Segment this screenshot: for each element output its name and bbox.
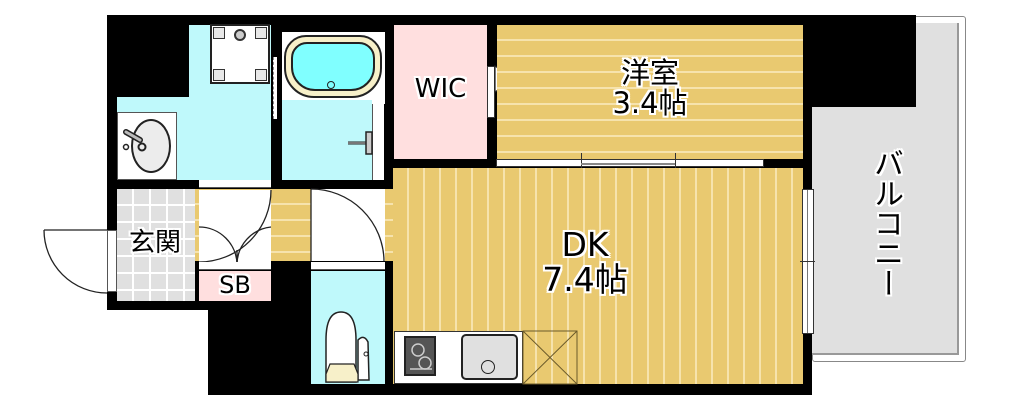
- bathroom-door[interactable]: [273, 57, 277, 119]
- wic-room: [394, 25, 487, 159]
- bathroom: [282, 100, 372, 180]
- dk-name: DK: [561, 225, 609, 264]
- refrigerator-space: [522, 330, 578, 385]
- dk-label: DK 7.4帖: [510, 225, 660, 299]
- western-room: [497, 25, 803, 159]
- drain-icon: [234, 29, 246, 41]
- wic-door[interactable]: [487, 66, 495, 118]
- dk-size: 7.4帖: [542, 259, 628, 299]
- entrance-label: 玄関: [128, 228, 181, 258]
- washroom-door[interactable]: [198, 189, 274, 266]
- entrance-step: [195, 189, 199, 261]
- western-room-size: 3.4帖: [612, 86, 688, 121]
- western-room-label: 洋室 3.4帖: [560, 58, 740, 119]
- shoe-box: [199, 271, 271, 301]
- washbasin-bowl: [131, 119, 171, 173]
- shoe-box-label: SB: [219, 271, 251, 299]
- balcony-label: バルコニー: [868, 148, 903, 298]
- washing-machine-pan: [210, 24, 270, 84]
- exterior-notch-left: [100, 310, 208, 408]
- toilet-icon: [325, 311, 370, 383]
- faucet-icon: [122, 129, 147, 152]
- washroom-door-swing: [199, 190, 271, 262]
- western-room-name: 洋室: [620, 56, 679, 90]
- toilet-door-swing: [311, 189, 385, 261]
- washroom-door-frame: [199, 180, 271, 188]
- bathtub: [284, 35, 382, 98]
- shower-faucet-icon: [348, 131, 373, 155]
- sink-icon: [461, 334, 518, 380]
- shoe-box-top: [199, 262, 271, 270]
- entrance-area: [117, 189, 195, 301]
- entrance-door-frame: [107, 230, 117, 292]
- stove-icon: [404, 336, 436, 376]
- toilet-door[interactable]: [310, 188, 389, 264]
- pillar-top-right: [805, 15, 916, 107]
- wic-label: WIC: [414, 74, 467, 104]
- toilet-door-frame: [311, 262, 385, 270]
- entrance-door[interactable]: [43, 229, 108, 294]
